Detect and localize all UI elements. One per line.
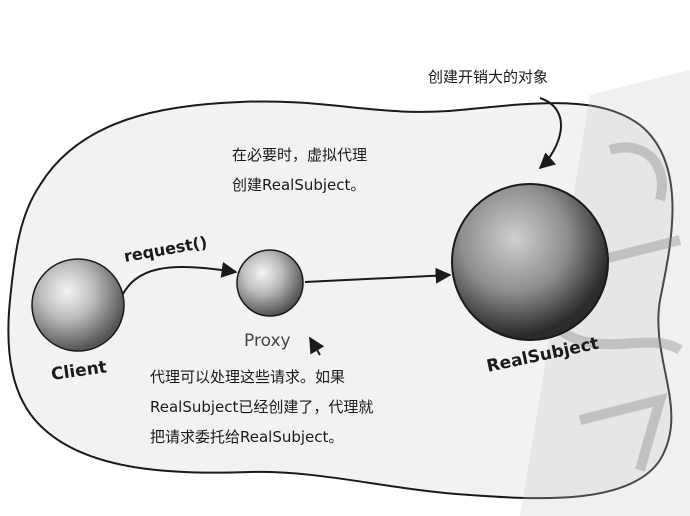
- virtual-proxy-note-line-2: 创建RealSubject。: [232, 176, 365, 194]
- proxy-note-line-1: 代理可以处理这些请求。如果: [150, 368, 345, 386]
- top-annotation: 创建开销大的对象: [428, 68, 548, 86]
- proxy-note-arrow: [309, 336, 325, 356]
- proxy-note-line-3: 把请求委托给RealSubject。: [150, 428, 343, 446]
- watermark: [520, 70, 690, 516]
- virtual-proxy-note-line-1: 在必要时，虚拟代理: [232, 146, 367, 164]
- proxy-to-realsubject-arrow: [304, 267, 452, 284]
- proxy-label: Proxy: [244, 331, 291, 351]
- client-sphere: [31, 258, 125, 352]
- top-annotation-arrow: [538, 97, 562, 170]
- realsubject-sphere: [451, 183, 609, 341]
- proxy-note-line-2: RealSubject已经创建了，代理就: [150, 398, 373, 416]
- proxy-sphere: [236, 249, 304, 317]
- request-arrow: [119, 261, 238, 301]
